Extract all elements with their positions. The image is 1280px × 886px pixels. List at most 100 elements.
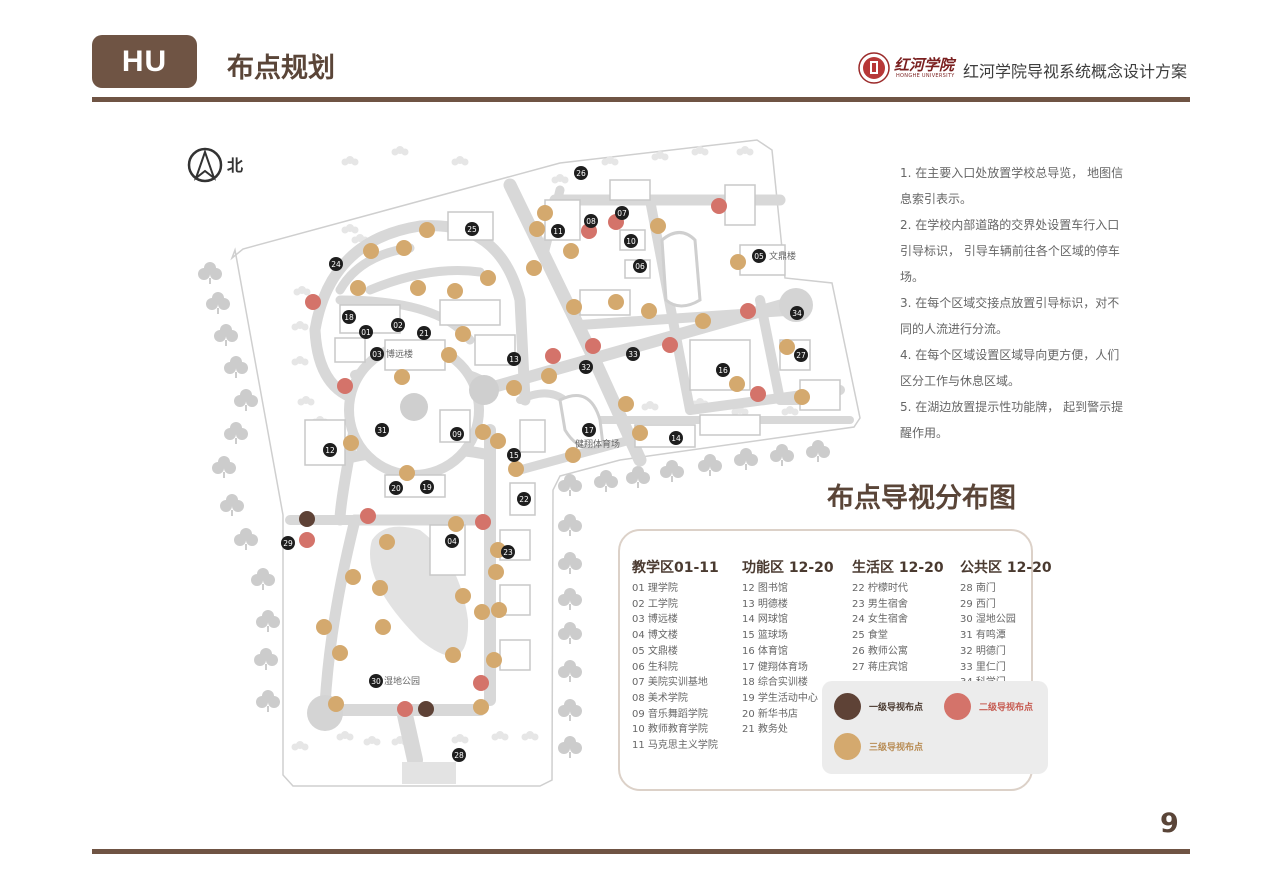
tree-icon <box>234 528 258 550</box>
level3-signage-point <box>447 283 463 299</box>
level3-signage-point <box>379 534 395 550</box>
level3-signage-point <box>632 425 648 441</box>
tree-icon <box>198 262 222 284</box>
level2-signage-point <box>662 337 678 353</box>
level3-dot-icon <box>834 733 861 760</box>
level3-signage-point <box>350 280 366 296</box>
svg-text:17: 17 <box>584 426 594 435</box>
level3-signage-point <box>486 652 502 668</box>
building-marker-29: 29 <box>281 536 295 550</box>
svg-text:12: 12 <box>325 446 335 455</box>
level3-signage-point <box>419 222 435 238</box>
key-level1: 一级导视布点 <box>834 693 923 720</box>
building-marker-17: 17 <box>582 423 596 437</box>
level3-signage-point <box>455 588 471 604</box>
level3-signage-point <box>729 376 745 392</box>
note-5: 5. 在湖边放置提示性功能牌， 起到警示提醒作用。 <box>900 400 1124 440</box>
building-marker-03: 03 <box>370 347 384 361</box>
level3-signage-point <box>566 299 582 315</box>
legend-item: 04 博文楼 <box>632 630 678 642</box>
building-marker-10: 10 <box>624 234 638 248</box>
legend-heading: 功能区 12-20 <box>742 560 834 576</box>
level2-signage-point <box>740 303 756 319</box>
building-marker-09: 09 <box>450 427 464 441</box>
legend-item: 01 理学院 <box>632 583 678 594</box>
tree-icon <box>660 460 684 482</box>
bush-icon <box>341 156 359 166</box>
svg-text:11: 11 <box>553 227 563 236</box>
tree-icon <box>558 588 582 610</box>
building-marker-07: 07 <box>615 206 629 220</box>
svg-text:20: 20 <box>391 484 401 493</box>
tree-icon <box>256 690 280 712</box>
level1-dot-icon <box>834 693 861 720</box>
legend-item: 19 学生活动中心 <box>742 692 818 704</box>
legend-item: 16 体育馆 <box>742 645 788 657</box>
building-marker-20: 20 <box>389 481 403 495</box>
svg-text:01: 01 <box>361 328 371 337</box>
page-number: 9 <box>1160 808 1179 839</box>
svg-text:10: 10 <box>626 237 636 246</box>
level3-signage-point <box>399 465 415 481</box>
tree-icon <box>256 610 280 632</box>
level3-signage-point <box>455 326 471 342</box>
level3-signage-point <box>508 461 524 477</box>
south-gate-plaza <box>402 762 456 784</box>
university-logo-subtext: HONGHE UNIVERSITY <box>896 73 955 79</box>
level3-signage-point <box>475 424 491 440</box>
north-compass-icon <box>187 147 223 183</box>
legend-item: 29 西门 <box>960 598 996 610</box>
building-marker-32: 32 <box>579 360 593 374</box>
building-marker-31: 31 <box>375 423 389 437</box>
legend-item: 12 图书馆 <box>742 583 788 594</box>
legend-heading: 教学区01-11 <box>632 560 719 576</box>
level2-signage-point <box>545 348 561 364</box>
level3-signage-point <box>526 260 542 276</box>
svg-text:32: 32 <box>581 363 591 372</box>
legend-item: 30 湿地公园 <box>960 614 1016 626</box>
hu-badge: HU <box>92 35 197 88</box>
building-markers: 0102030405060708091011121314151617181920… <box>281 166 808 762</box>
legend-item: 33 里仁门 <box>960 661 1006 673</box>
tree-icon <box>224 356 248 378</box>
tree-icon <box>206 292 230 314</box>
level3-signage-point <box>541 368 557 384</box>
tree-icon <box>254 648 278 670</box>
legend-item: 32 明德门 <box>960 645 1006 657</box>
tree-icon <box>806 440 830 462</box>
level2-signage-point <box>397 701 413 717</box>
level3-signage-point <box>332 645 348 661</box>
tree-icon <box>626 466 650 488</box>
level3-signage-point <box>396 240 412 256</box>
building-marker-22: 22 <box>517 492 531 506</box>
building-marker-11: 11 <box>551 224 565 238</box>
svg-text:24: 24 <box>331 260 341 269</box>
building-marker-24: 24 <box>329 257 343 271</box>
level3-signage-point <box>563 243 579 259</box>
tree-icon <box>698 454 722 476</box>
key-level1-label: 一级导视布点 <box>869 703 924 713</box>
tree-icon <box>770 444 794 466</box>
legend-item: 18 综合实训楼 <box>742 677 808 689</box>
level3-signage-point <box>480 270 496 286</box>
tree-icon <box>558 660 582 682</box>
legend-item: 15 篮球场 <box>742 630 788 642</box>
svg-text:27: 27 <box>796 351 806 360</box>
level2-signage-point <box>305 294 321 310</box>
place-label-jianxiang-stadium: 健翔体育场 <box>575 438 620 450</box>
legend-heading: 生活区 12-20 <box>852 560 944 576</box>
legend-item: 24 女生宿舍 <box>852 614 908 626</box>
place-label-boyuan: 博远楼 <box>386 348 413 360</box>
signage-level-key: 一级导视布点 二级导视布点 三级导视布点 <box>822 681 1048 774</box>
tree-icon <box>558 736 582 758</box>
svg-text:31: 31 <box>377 426 387 435</box>
tree-icon <box>212 456 236 478</box>
building-marker-04: 04 <box>445 534 459 548</box>
tree-icon <box>558 514 582 536</box>
building-marker-05: 05 <box>752 249 766 263</box>
fountain <box>400 393 428 421</box>
legend-item: 27 蒋庄宾馆 <box>852 661 908 673</box>
